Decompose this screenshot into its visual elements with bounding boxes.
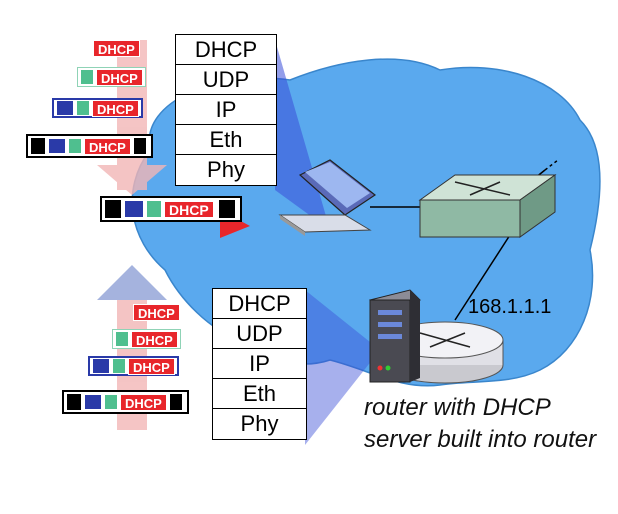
ip-header [84, 394, 102, 410]
packet-udp-dhcp: DHCP [77, 67, 146, 87]
udp-header [115, 331, 129, 347]
eth-trailer [217, 199, 236, 219]
eth-header [104, 199, 122, 219]
bottom-stack-funnel [305, 290, 380, 445]
dhcp-tag: DHCP [96, 68, 143, 86]
stack-layer-ip: IP [176, 95, 276, 125]
bottom-protocol-stack: DHCP UDP IP Eth Phy [212, 288, 307, 440]
dhcp-tag: DHCP [131, 330, 178, 348]
udp-header [80, 69, 94, 85]
packet-dhcp-only: DHCP [93, 38, 140, 58]
eth-trailer [168, 393, 183, 411]
eth-trailer [132, 137, 147, 155]
ip-header [56, 100, 74, 116]
packet-eth-frame: DHCP [62, 390, 189, 414]
router-ip-label: 168.1.1.1 [468, 296, 552, 318]
dhcp-tag: DHCP [128, 357, 175, 375]
dhcp-tag: DHCP [93, 39, 140, 57]
dhcp-tag: DHCP [133, 303, 180, 321]
ip-header [92, 358, 110, 374]
packet-ip-udp-dhcp: DHCP [88, 356, 179, 376]
dhcp-tag: DHCP [92, 99, 139, 117]
stack-layer-phy: Phy [207, 157, 245, 182]
stack-layer-eth: Eth [213, 379, 306, 409]
top-protocol-stack: DHCP UDP IP Eth Phy [175, 34, 277, 186]
udp-header [112, 358, 126, 374]
dhcp-tag: DHCP [164, 200, 214, 218]
switch-uplink-dashed [544, 159, 559, 171]
switch-icon [418, 174, 557, 238]
udp-header [68, 138, 82, 154]
laptop-icon [278, 159, 377, 236]
ip-header [48, 138, 66, 154]
stack-layer-udp: UDP [213, 319, 306, 349]
packet-eth-frame-sent: DHCP [100, 196, 242, 222]
stack-layer-dhcp: DHCP [213, 289, 306, 319]
server-icon [369, 289, 421, 383]
ip-header [124, 200, 144, 218]
stack-layer-eth: Eth [176, 125, 276, 155]
packet-udp-dhcp: DHCP [112, 329, 181, 349]
stack-layer-phy: Phy [240, 411, 279, 436]
dhcp-tag: DHCP [120, 393, 167, 411]
udp-header [146, 200, 162, 218]
stack-layer-dhcp: DHCP [176, 35, 276, 65]
packet-dhcp-only: DHCP [133, 302, 180, 322]
udp-header [76, 100, 90, 116]
router-caption: router with DHCP server built into route… [364, 394, 597, 453]
dhcp-tag: DHCP [84, 137, 131, 155]
packet-ip-udp-dhcp: DHCP [52, 98, 143, 118]
eth-header [30, 137, 46, 155]
stack-layer-ip: IP [213, 349, 306, 379]
stack-layer-udp: UDP [176, 65, 276, 95]
udp-header [104, 394, 118, 410]
packet-eth-frame: DHCP [26, 134, 153, 158]
eth-header [66, 393, 82, 411]
switch-router-link [454, 234, 511, 321]
